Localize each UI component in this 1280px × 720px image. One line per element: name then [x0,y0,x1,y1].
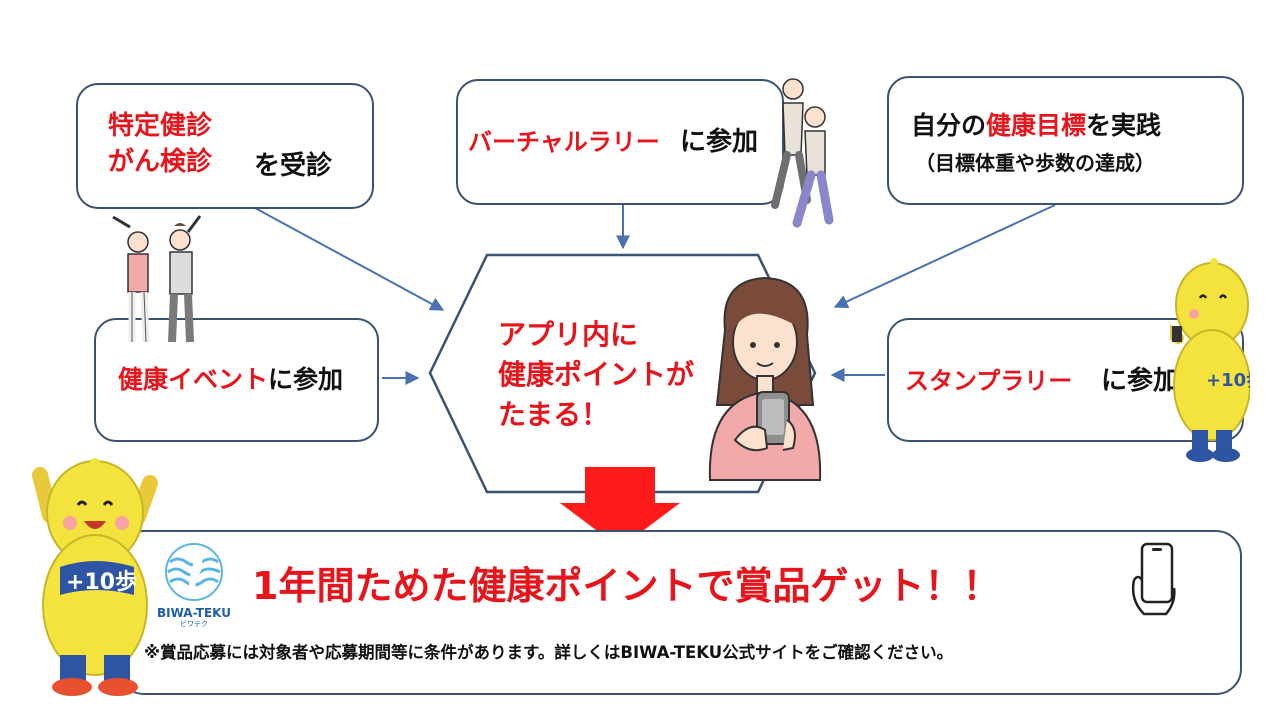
goal-highlight: 健康目標 [986,111,1087,140]
center-line1: アプリ内に [498,318,639,351]
wave-logo-icon [165,543,223,601]
mascot-left: +10歩 [32,458,158,696]
rally-box: バーチャルラリー に参加 [456,79,784,205]
event-name: 健康イベント [118,365,269,394]
checkup-line2: がん検診 [108,147,213,177]
biwa-teku-logo: BIWA-TEKU ビワテク [156,542,232,628]
stamp-action: に参加 [1101,366,1180,396]
result-note: ※賞品応募には対象者や応募期間等に条件があります。詳しくはBIWA-TEKU公式… [144,643,954,662]
walkers-illustration [771,78,834,228]
checkup-action: を受診 [254,151,333,181]
event-action: に参加 [268,365,344,394]
checkup-box: 特定健診 がん検診 を受診 [76,83,374,209]
arrow-checkup [254,207,445,311]
logo-name: BIWA-TEKU [156,606,232,620]
mascot-right-badge: +10歩 [1206,370,1250,391]
result-box: 1年間ためた健康ポイントで賞品ゲット！！ ※賞品応募には対象者や応募期間等に条件… [118,530,1242,695]
goal-post: を実践 [1086,111,1162,140]
checkup-line1: 特定健診 [108,111,213,141]
big-red-arrow [560,467,680,548]
center-text: アプリ内に 健康ポイントが たまる！ [498,315,694,435]
woman-phone-illustration [708,276,822,481]
event-line: 健康イベントに参加 [118,364,343,396]
stamp-name: スタンプラリー [905,367,1073,395]
goal-line: 自分の健康目標を実践 [911,110,1161,142]
goal-pre: 自分の [911,111,987,140]
event-box: 健康イベントに参加 [94,318,379,442]
smartphone-hand-icon [1131,542,1176,616]
stretch-illustration [112,215,202,343]
mascot-right: +10歩 [1170,258,1250,462]
center-line3: たまる！ [498,398,610,431]
rally-action: に参加 [680,127,759,157]
rally-name: バーチャルラリー [468,128,660,156]
mascot-badge: +10歩 [66,570,137,595]
goal-sub: （目標体重や歩数の達成） [915,151,1155,175]
logo-kana: ビワテク [180,620,208,628]
result-headline: 1年間ためた健康ポイントで賞品ゲット！！ [252,564,1001,608]
arrow-goal [833,204,1056,309]
goal-box: 自分の健康目標を実践 （目標体重や歩数の達成） [887,76,1244,205]
center-line2: 健康ポイントが [498,358,695,391]
